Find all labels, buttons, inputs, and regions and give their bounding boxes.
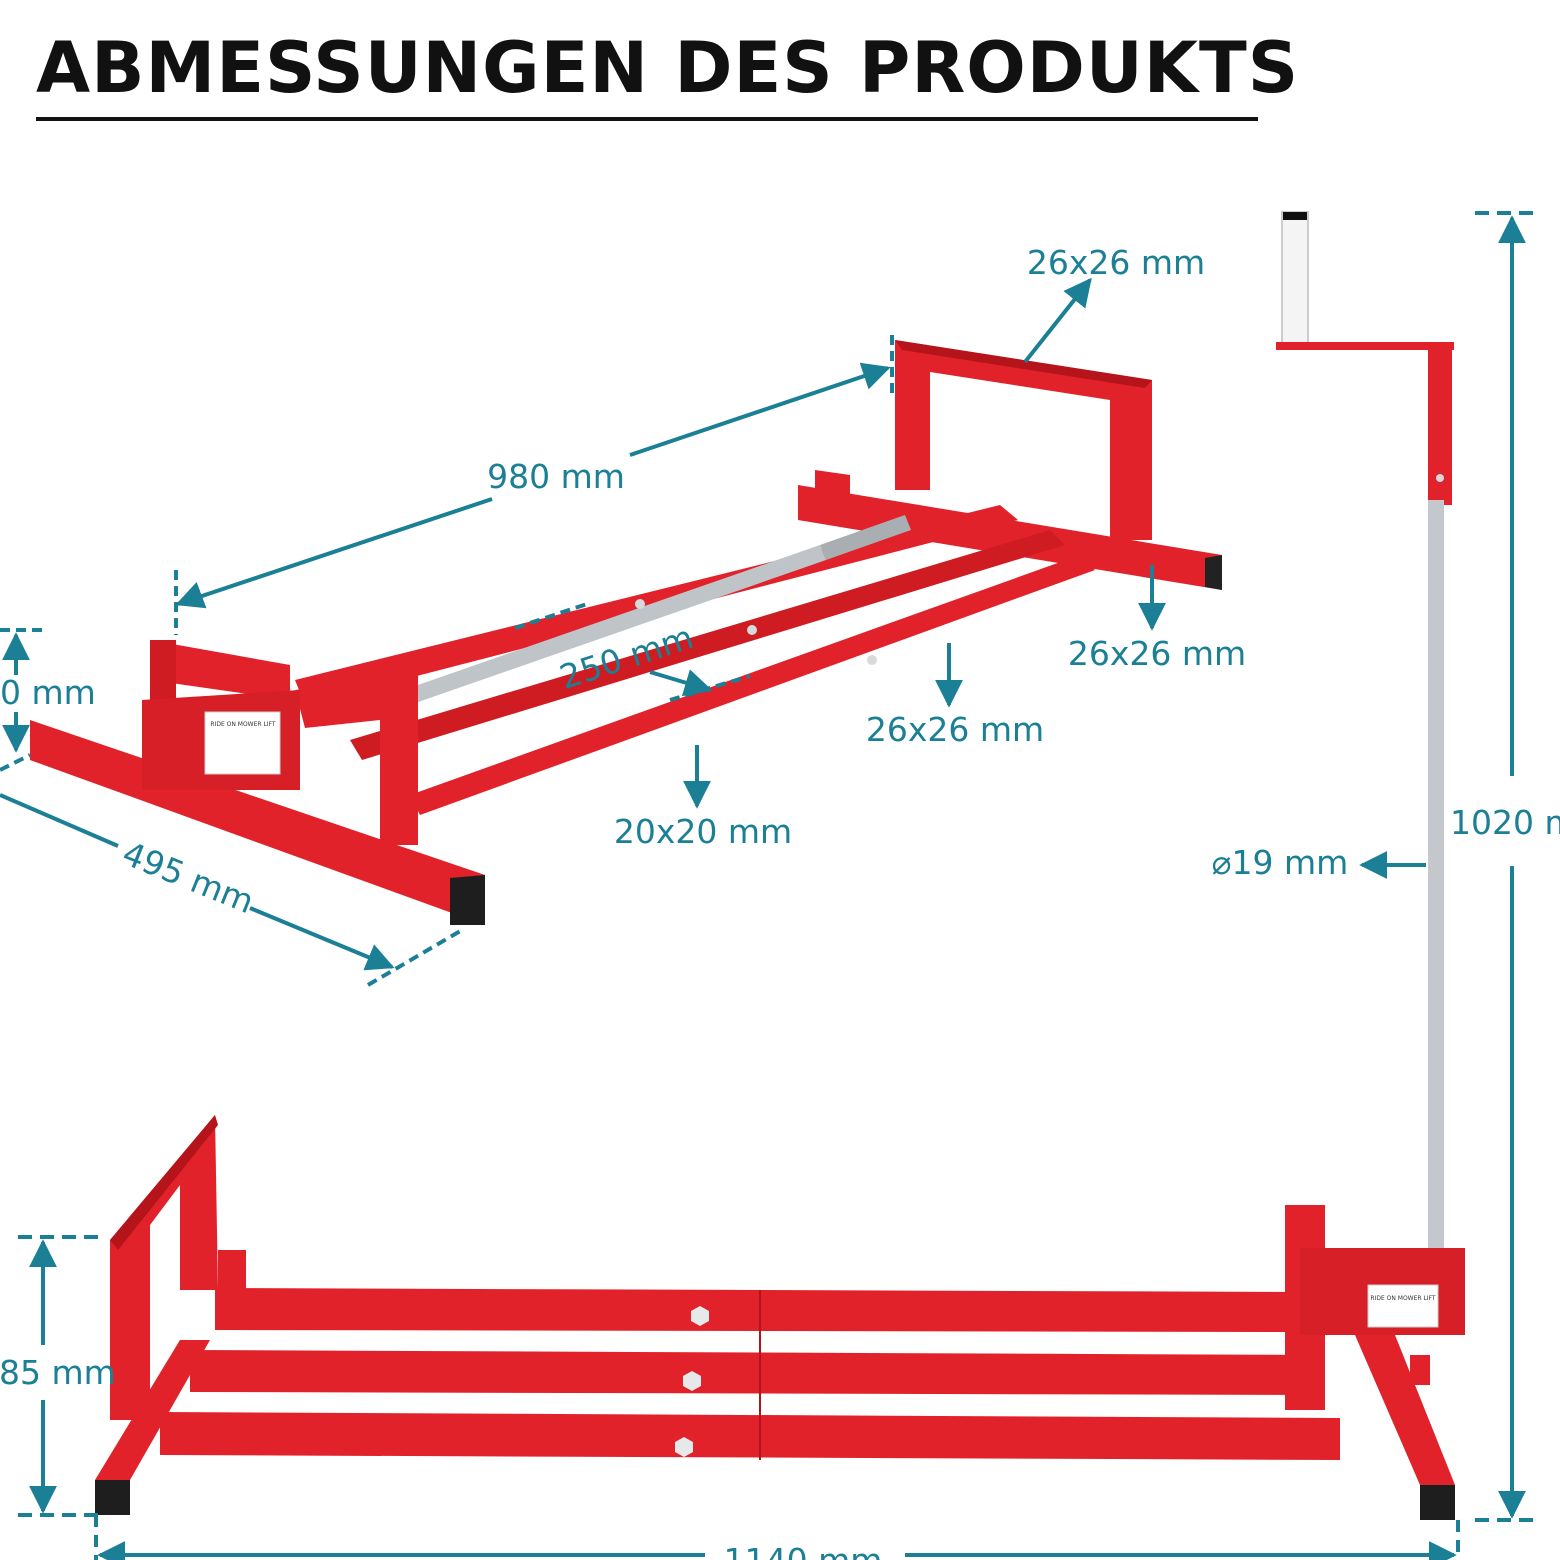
lift-frame-side-view: RIDE ON MOWER LIFT	[95, 1115, 1465, 1520]
left-upright-frame	[110, 1115, 218, 1420]
left-foot	[95, 1340, 210, 1515]
front-frame	[295, 675, 418, 845]
label-top-tube-upright: 26x26 mm	[1027, 243, 1205, 282]
threaded-rod	[1428, 500, 1444, 1260]
handle-grip	[1281, 211, 1309, 345]
product-label-top-text: RIDE ON MOWER LIFT	[210, 721, 276, 728]
label-rod-diameter: ⌀19 mm	[1212, 843, 1349, 882]
bottom-rail-3	[160, 1412, 1340, 1460]
crank-rod-assembly	[1276, 211, 1454, 1260]
bottom-rail-1	[215, 1288, 1300, 1332]
label-top-tube-middle: 26x26 mm	[866, 710, 1044, 749]
label-top-height-cropped: 0 mm	[0, 673, 96, 712]
title-underline	[36, 117, 1258, 121]
label-bottom-length: 1140 mm	[724, 1541, 883, 1560]
label-top-width: 495 mm	[117, 833, 259, 921]
crank-arm	[1276, 342, 1454, 350]
dimension-lines	[0, 211, 1540, 1560]
label-bottom-height: 185 mm	[0, 1353, 116, 1392]
rear-upright-frame	[895, 340, 1152, 540]
product-label-bottom-text: RIDE ON MOWER LIFT	[1370, 1295, 1436, 1302]
label-total-height: 1020 m	[1450, 803, 1560, 842]
bottom-rail-2	[190, 1350, 1320, 1395]
product-label-top	[204, 711, 281, 775]
rear-crossbar	[798, 485, 1222, 590]
label-inner-tube: 20x20 mm	[614, 812, 792, 851]
label-top-length: 980 mm	[487, 457, 625, 496]
inner-rail	[410, 555, 1095, 815]
product-label-bottom	[1367, 1284, 1439, 1328]
page-title: ABMESSUNGEN DES PRODUKTS	[36, 27, 1300, 109]
lift-frame-top-view: RIDE ON MOWER LIFT	[30, 340, 1222, 925]
middle-rail	[350, 530, 1065, 760]
right-foot	[1355, 1335, 1455, 1520]
label-top-tube-right: 26x26 mm	[1068, 634, 1246, 673]
threaded-screw	[395, 545, 826, 708]
